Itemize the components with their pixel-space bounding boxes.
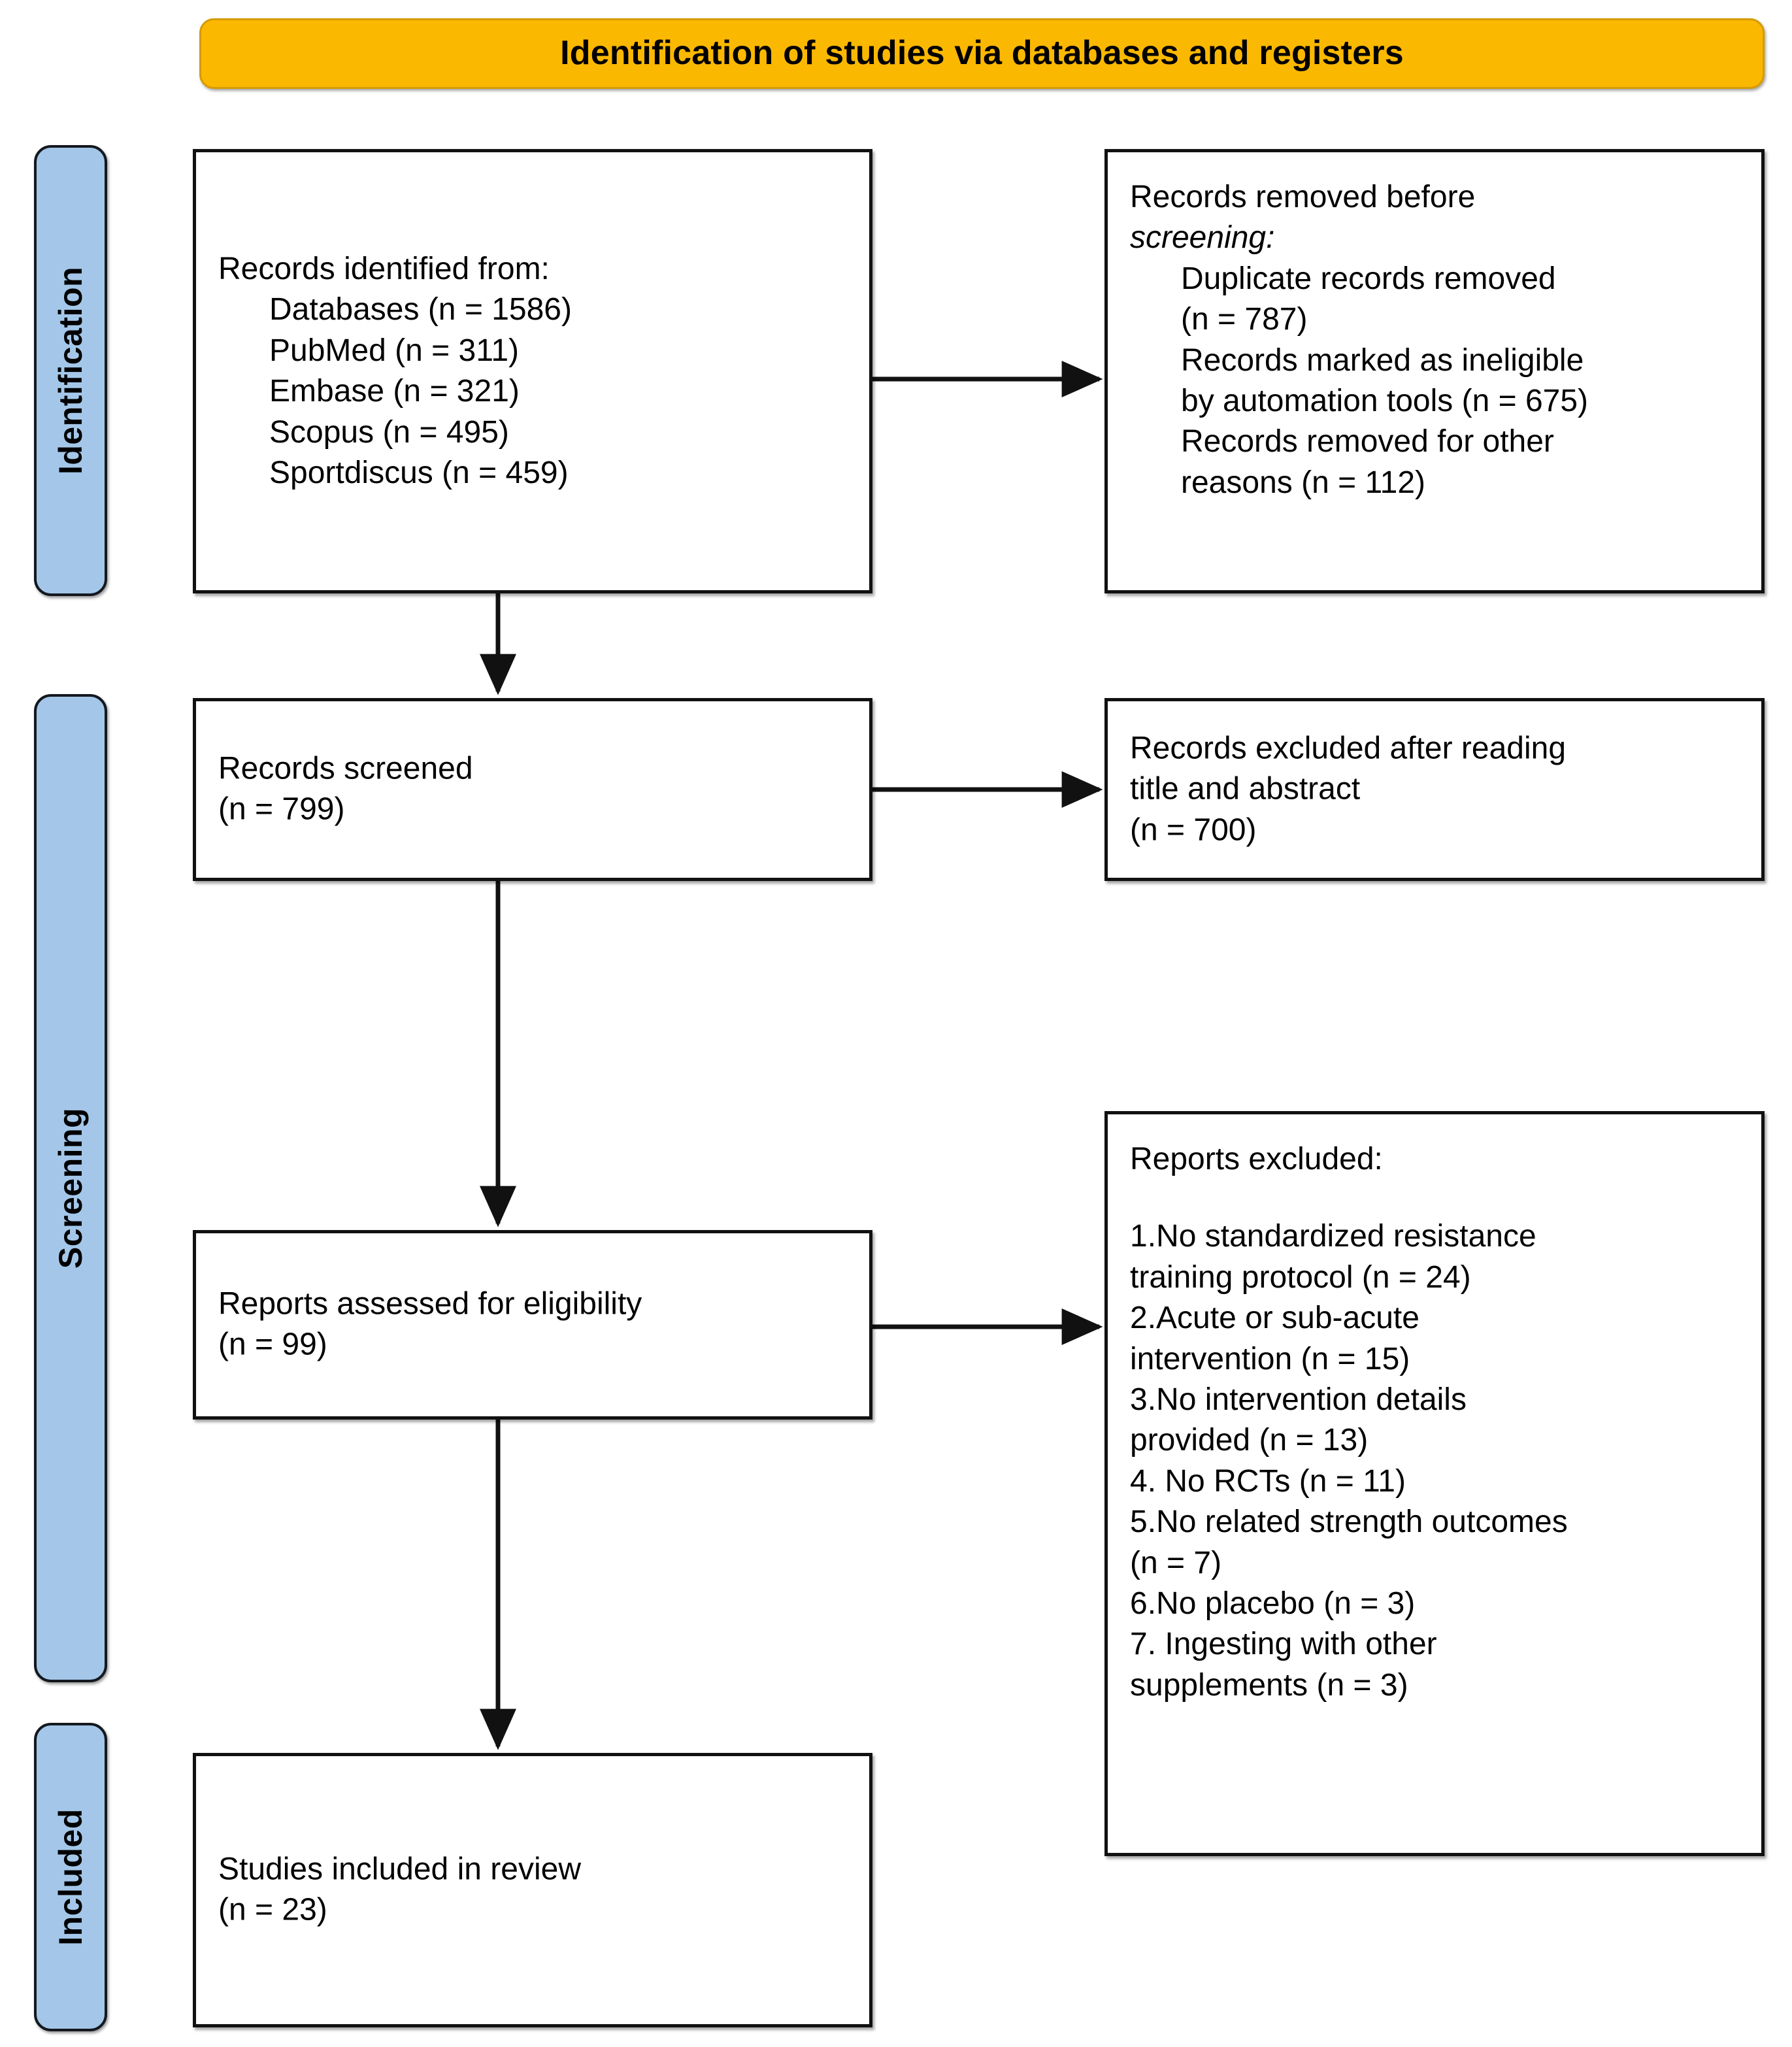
reports-excluded-item: 6.No placebo (n = 3) xyxy=(1130,1586,1416,1621)
reports-excluded-item: 4. No RCTs (n = 11) xyxy=(1130,1463,1406,1499)
box-reports-assessed-for-eligibility: Reports assessed for eligibility (n = 99… xyxy=(193,1230,872,1420)
reports-excluded-item: 2.Acute or sub-acute xyxy=(1130,1301,1419,1336)
records-removed-item: by automation tools (n = 675) xyxy=(1181,383,1589,418)
records-identified-item: PubMed (n = 311) xyxy=(269,333,520,368)
box-records-identified: Records identified from: Databases (n = … xyxy=(193,149,872,593)
reports-eligibility-label: Reports assessed for eligibility xyxy=(218,1286,642,1322)
stage-label-screening-text: Screening xyxy=(52,1107,89,1269)
records-identified-item: Embase (n = 321) xyxy=(269,374,520,408)
stage-label-identification: Identification xyxy=(34,145,107,596)
records-removed-item: Duplicate records removed xyxy=(1181,261,1556,296)
records-identified-item: Scopus (n = 495) xyxy=(269,414,509,450)
box-reports-excluded: Reports excluded: 1.No standardized resi… xyxy=(1104,1111,1765,1856)
box-records-excluded: Records excluded after reading title and… xyxy=(1104,698,1765,881)
box-records-removed-before-screening: Records removed before screening: Duplic… xyxy=(1104,149,1765,593)
records-identified-item: Sportdiscus (n = 459) xyxy=(269,455,569,490)
studies-included-label: Studies included in review xyxy=(218,1852,581,1887)
reports-eligibility-count: (n = 99) xyxy=(218,1327,327,1362)
reports-excluded-item: supplements (n = 3) xyxy=(1130,1667,1408,1703)
stage-label-included-text: Included xyxy=(52,1808,90,1946)
box-records-screened: Records screened (n = 799) xyxy=(193,698,872,881)
diagram-header-banner: Identification of studies via databases … xyxy=(199,18,1765,89)
reports-excluded-item: 3.No intervention details xyxy=(1130,1382,1467,1417)
records-excluded-label-line1: Records excluded after reading xyxy=(1130,731,1567,766)
records-removed-item: reasons (n = 112) xyxy=(1181,465,1425,500)
reports-excluded-item: 5.No related strength outcomes xyxy=(1130,1505,1568,1540)
records-removed-item: Records marked as ineligible xyxy=(1181,342,1584,378)
stage-label-included: Included xyxy=(34,1723,107,2031)
diagram-title: Identification of studies via databases … xyxy=(560,34,1404,73)
records-screened-label: Records screened xyxy=(218,751,473,786)
records-removed-item: Records removed for other xyxy=(1181,424,1554,459)
records-removed-title-plain: Records removed xyxy=(1130,180,1387,214)
records-removed-title-line1: Records removed before xyxy=(1130,177,1739,218)
records-excluded-label-line2: title and abstract xyxy=(1130,771,1361,807)
records-removed-item: (n = 787) xyxy=(1181,302,1308,337)
reports-excluded-item: intervention (n = 15) xyxy=(1130,1341,1410,1376)
reports-excluded-item: training protocol (n = 24) xyxy=(1130,1259,1471,1295)
box-studies-included-in-review: Studies included in review (n = 23) xyxy=(193,1753,872,2027)
reports-excluded-item: 7. Ingesting with other xyxy=(1130,1627,1437,1662)
reports-excluded-title: Reports excluded: xyxy=(1130,1142,1383,1176)
reports-excluded-spacer xyxy=(1130,1180,1739,1216)
studies-included-count: (n = 23) xyxy=(218,1893,327,1927)
stage-label-screening: Screening xyxy=(34,694,107,1682)
records-identified-item: Databases (n = 1586) xyxy=(269,292,572,327)
records-removed-title-italic-before: before xyxy=(1386,180,1476,214)
records-identified-title: Records identified from: xyxy=(218,251,550,286)
records-screened-count: (n = 799) xyxy=(218,792,345,827)
reports-excluded-item: (n = 7) xyxy=(1130,1545,1222,1580)
stage-label-identification-text: Identification xyxy=(52,266,90,475)
records-removed-title-line2: screening: xyxy=(1130,220,1275,256)
records-excluded-count: (n = 700) xyxy=(1130,812,1257,848)
reports-excluded-item: provided (n = 13) xyxy=(1130,1423,1369,1458)
reports-excluded-item: 1.No standardized resistance xyxy=(1130,1219,1536,1254)
